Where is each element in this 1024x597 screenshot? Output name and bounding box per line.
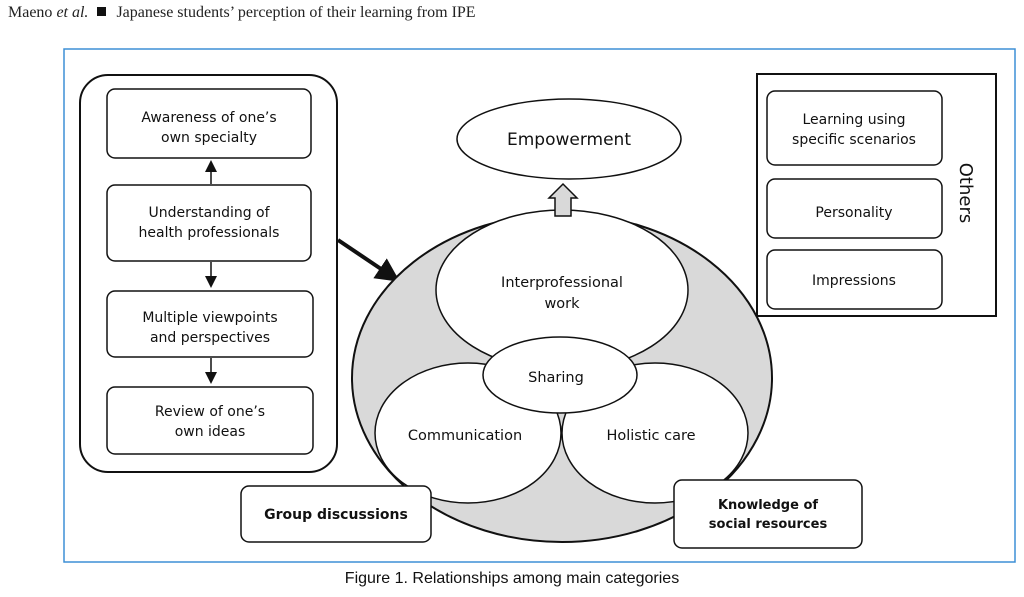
box-viewpoints-line1: Multiple viewpoints bbox=[142, 310, 277, 326]
others-label: Others bbox=[955, 163, 976, 224]
box-viewpoints bbox=[106, 290, 314, 358]
interprofessional-line1: Interprofessional bbox=[501, 275, 623, 291]
knowledge-line1: Knowledge of bbox=[718, 498, 818, 513]
empowerment-label: Empowerment bbox=[507, 130, 631, 150]
holistic-label: Holistic care bbox=[606, 428, 695, 444]
others-item-personality bbox=[766, 178, 943, 239]
page-header: Maeno et al. Japanese students’ percepti… bbox=[8, 4, 476, 22]
others-item-scenarios-line2: specific scenarios bbox=[792, 132, 916, 148]
box-awareness-line1: Awareness of one’s bbox=[141, 110, 276, 126]
block-arrow-up-icon bbox=[547, 182, 579, 217]
box-understanding-line1: Understanding of bbox=[148, 205, 270, 221]
bullet-square-icon bbox=[97, 7, 107, 16]
empowerment-ellipse bbox=[456, 98, 682, 180]
box-review bbox=[106, 386, 314, 455]
box-review-line2: own ideas bbox=[175, 424, 246, 440]
arrow-to-center-icon bbox=[336, 238, 400, 282]
figure-caption: Figure 1. Relationships among main categ… bbox=[344, 570, 680, 587]
group-discussions-box bbox=[240, 485, 432, 543]
group-discussions-label: Group discussions bbox=[264, 507, 408, 523]
header-author: Maeno bbox=[8, 4, 53, 21]
header-title: Japanese students’ perception of their l… bbox=[116, 4, 476, 21]
knowledge-line2: social resources bbox=[709, 517, 828, 532]
others-item-impressions bbox=[766, 249, 943, 310]
box-review-line1: Review of one’s bbox=[155, 404, 265, 420]
sharing-label: Sharing bbox=[528, 370, 584, 386]
box-awareness bbox=[106, 88, 312, 159]
box-awareness-line2: own specialty bbox=[161, 130, 257, 146]
header-etal: et al. bbox=[56, 4, 89, 21]
others-item-personality-label: Personality bbox=[815, 205, 892, 221]
figure-frame bbox=[63, 48, 1016, 563]
knowledge-box bbox=[673, 479, 863, 549]
sharing-ellipse bbox=[482, 336, 638, 414]
others-item-scenarios-line1: Learning using bbox=[802, 112, 905, 128]
communication-label: Communication bbox=[408, 428, 522, 444]
box-viewpoints-line2: and perspectives bbox=[150, 330, 270, 346]
others-item-scenarios bbox=[766, 90, 943, 166]
others-item-impressions-label: Impressions bbox=[812, 273, 896, 289]
box-understanding bbox=[106, 184, 312, 262]
left-group-container bbox=[79, 74, 338, 473]
box-understanding-line2: health professionals bbox=[139, 225, 280, 241]
interprofessional-line2: work bbox=[544, 296, 580, 312]
